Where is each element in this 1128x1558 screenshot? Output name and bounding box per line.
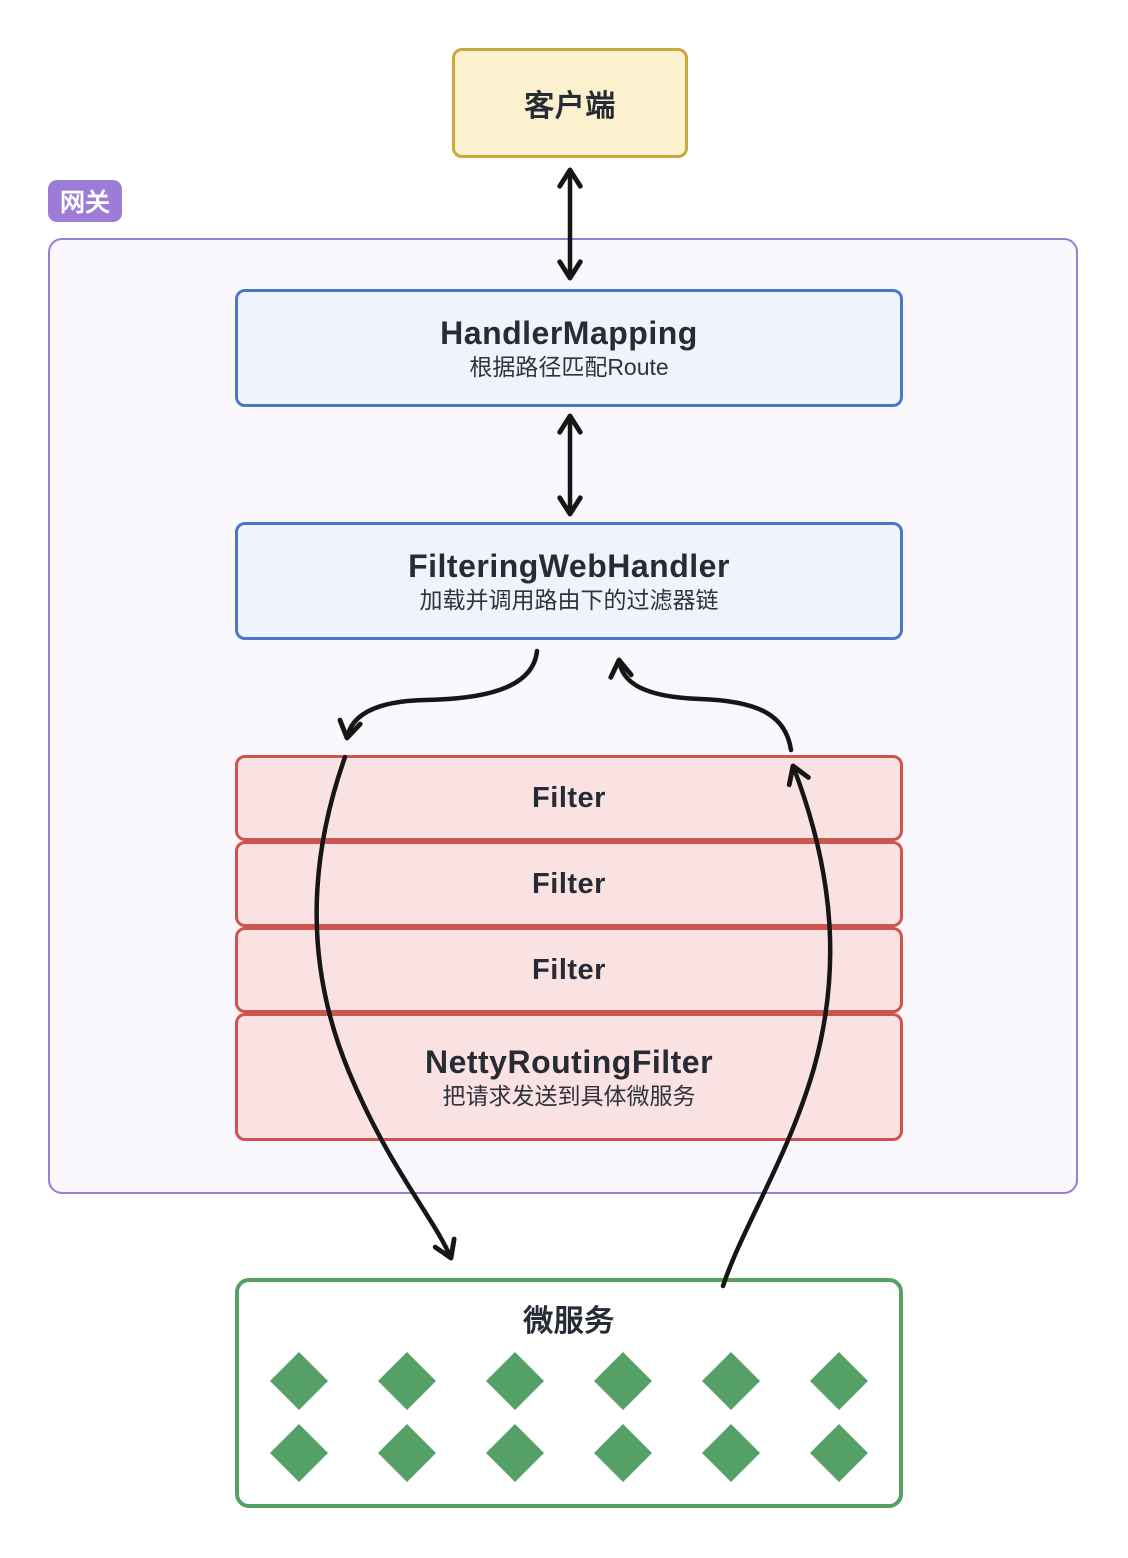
service-diamond-icon	[810, 1352, 868, 1410]
netty-routing-filter-subtitle: 把请求发送到具体微服务	[442, 1083, 696, 1110]
service-diamond-icon	[270, 1352, 328, 1410]
handler-mapping-title: HandlerMapping	[440, 315, 698, 352]
netty-routing-filter-title: NettyRoutingFilter	[424, 1044, 714, 1081]
netty-routing-filter-node: NettyRoutingFilter 把请求发送到具体微服务	[235, 1013, 903, 1141]
diamond-row	[270, 1352, 868, 1410]
microservices-title: 微服务	[523, 1305, 615, 1338]
filter-node-1: Filter	[235, 755, 903, 841]
gateway-badge: 网关	[48, 180, 122, 222]
service-diamond-icon	[486, 1424, 544, 1482]
service-diamond-icon	[270, 1424, 328, 1482]
service-diamond-icon	[486, 1352, 544, 1410]
service-diamond-icon	[378, 1424, 436, 1482]
filtering-web-handler-title: FilteringWebHandler	[408, 548, 730, 585]
handler-mapping-node: HandlerMapping 根据路径匹配Route	[235, 289, 903, 407]
service-diamond-icon	[378, 1352, 436, 1410]
client-node: 客户端	[452, 48, 688, 158]
service-diamond-icon	[594, 1352, 652, 1410]
client-label: 客户端	[524, 90, 616, 123]
diamond-grid	[270, 1352, 868, 1482]
diamond-row	[270, 1424, 868, 1482]
filter-label: Filter	[532, 867, 606, 900]
service-diamond-icon	[702, 1424, 760, 1482]
handler-mapping-subtitle: 根据路径匹配Route	[469, 354, 669, 381]
service-diamond-icon	[810, 1424, 868, 1482]
gateway-badge-label: 网关	[59, 189, 110, 217]
filter-node-3: Filter	[235, 927, 903, 1013]
service-diamond-icon	[594, 1424, 652, 1482]
filter-node-2: Filter	[235, 841, 903, 927]
filter-label: Filter	[532, 781, 606, 814]
microservices-node: 微服务	[235, 1278, 903, 1508]
filter-label: Filter	[532, 953, 606, 986]
filtering-web-handler-node: FilteringWebHandler 加载并调用路由下的过滤器链	[235, 522, 903, 640]
service-diamond-icon	[702, 1352, 760, 1410]
filtering-web-handler-subtitle: 加载并调用路由下的过滤器链	[419, 587, 719, 614]
